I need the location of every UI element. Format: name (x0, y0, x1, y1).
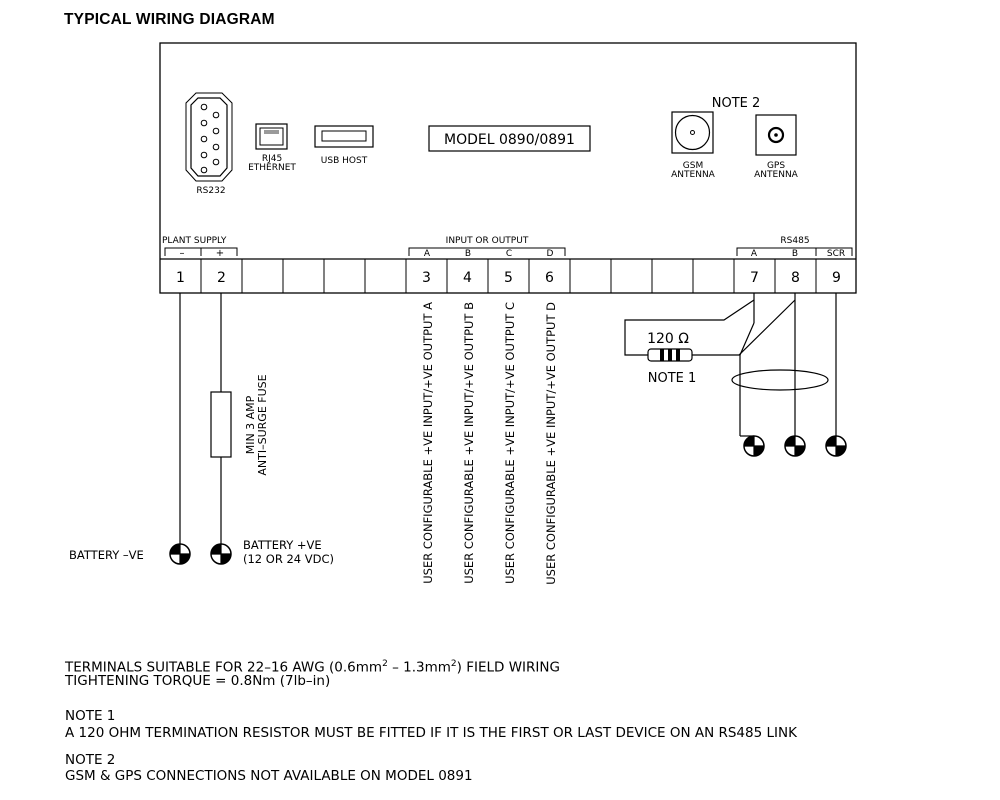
rs485-scr-terminal-icon (825, 435, 847, 457)
battery-negative-terminal-icon (169, 543, 191, 565)
squared-2: 2 (450, 659, 457, 669)
terminal-spec-note: TERMINALS SUITABLE FOR 22–16 AWG (0.6mm2… (65, 656, 560, 676)
fuse-symbol (210, 391, 232, 458)
torque-note: TIGHTENING TORQUE = 0.8Nm (7lb–in) (65, 673, 331, 689)
terminal-5: 5 (504, 270, 513, 286)
terminal-2: 2 (217, 270, 226, 286)
terminal-3: 3 (422, 270, 431, 286)
rs485-scr-label: SCR (827, 249, 845, 259)
note2-text: GSM & GPS CONNECTIONS NOT AVAILABLE ON M… (65, 768, 473, 784)
battery-negative-label: BATTERY –VE (69, 548, 144, 562)
battery-positive-label: BATTERY +VE (243, 538, 322, 552)
note1-marker: NOTE 1 (648, 371, 697, 386)
plant-supply-label: PLANT SUPPLY (162, 236, 227, 246)
note2-marker: NOTE 2 (712, 96, 761, 111)
rs485-a-label: A (751, 249, 758, 259)
terminal-spec-text-2: – 1.3mm (392, 659, 451, 676)
terminal-4: 4 (463, 270, 472, 286)
note1-title: NOTE 1 (65, 708, 116, 724)
io-label-a: USER CONFIGURABLE +VE INPUT/+VE OUTPUT A (421, 302, 435, 584)
gsm-label: GSM (683, 161, 703, 171)
battery-positive-terminal-icon (210, 543, 232, 565)
battery-voltage-label: (12 OR 24 VDC) (243, 552, 334, 566)
rs485-label: RS485 (780, 236, 809, 246)
terminal-strip (160, 258, 856, 293)
io-letter-c: C (506, 249, 512, 259)
rs485-b-terminal-icon (784, 435, 806, 457)
rs485-a-terminal-icon (743, 435, 765, 457)
rj45-port (255, 123, 288, 150)
fuse-label-line1: MIN 3 AMP (244, 395, 257, 454)
terminal-8: 8 (791, 270, 800, 286)
io-label-d: USER CONFIGURABLE +VE INPUT/+VE OUTPUT D (544, 302, 558, 585)
gps-antenna-connector (755, 114, 797, 156)
diagram-title: TYPICAL WIRING DIAGRAM (64, 11, 275, 28)
terminal-spec-text-3: ) FIELD WIRING (456, 659, 560, 676)
terminal-1: 1 (176, 270, 185, 286)
terminal-7: 7 (750, 270, 759, 286)
model-box (428, 125, 591, 152)
gsm-antenna-label: ANTENNA (671, 170, 716, 180)
rs232-connector (185, 92, 233, 182)
gsm-antenna-connector (671, 111, 714, 154)
rs485-b-label: B (792, 249, 798, 259)
terminal-9: 9 (832, 270, 841, 286)
io-label-b: USER CONFIGURABLE +VE INPUT/+VE OUTPUT B (462, 302, 476, 584)
controller-enclosure (159, 42, 857, 294)
note2-title: NOTE 2 (65, 752, 116, 768)
ethernet-label: ETHERNET (248, 163, 296, 173)
gps-label: GPS (767, 161, 785, 171)
rs485-wiring (624, 293, 837, 436)
fuse-label-line2: ANTI–SURGE FUSE (256, 374, 269, 475)
io-group-label: INPUT OR OUTPUT (446, 236, 529, 246)
usb-label: USB HOST (321, 156, 368, 166)
resistor-value-label: 120 Ω (647, 331, 689, 347)
squared-1: 2 (382, 659, 388, 669)
rj45-label: RJ45 (262, 154, 282, 164)
termination-resistor (647, 348, 693, 362)
note1-text: A 120 OHM TERMINATION RESISTOR MUST BE F… (65, 725, 797, 741)
rs232-label: RS232 (196, 186, 225, 196)
gps-antenna-label: ANTENNA (754, 170, 799, 180)
usb-port (314, 125, 374, 148)
plus-label: + (216, 248, 224, 259)
terminal-spec-text-1: TERMINALS SUITABLE FOR 22–16 AWG (0.6mm (65, 659, 383, 676)
io-label-c: USER CONFIGURABLE +VE INPUT/+VE OUTPUT C (503, 302, 517, 584)
minus-label: – (180, 248, 185, 259)
io-letter-b: B (465, 249, 471, 259)
model-label: MODEL 0890/0891 (444, 132, 575, 148)
io-letter-d: D (547, 249, 554, 259)
terminal-6: 6 (545, 270, 554, 286)
io-letter-a: A (424, 249, 431, 259)
